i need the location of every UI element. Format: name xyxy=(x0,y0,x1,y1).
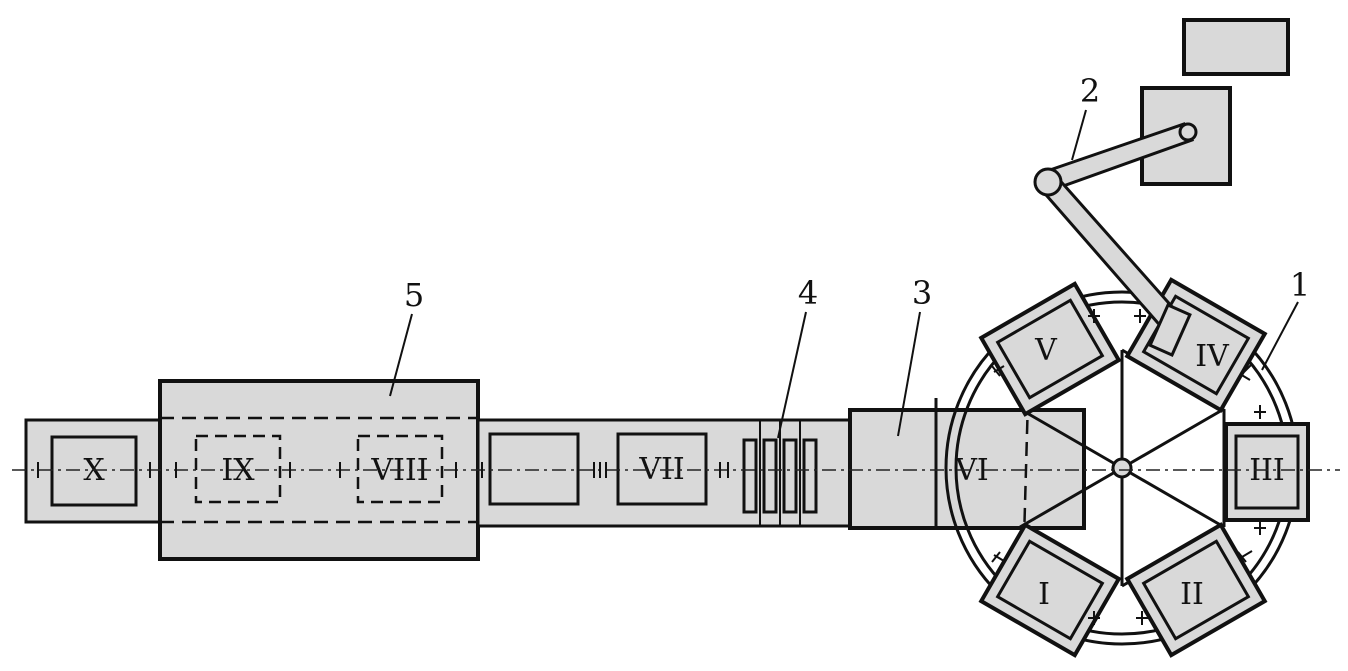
station-x-block: X xyxy=(24,418,168,524)
callout-5: 5 xyxy=(404,276,424,314)
station-vii-box xyxy=(616,432,708,506)
station-iii-holder xyxy=(1224,422,1310,522)
station-ix-dashed-box xyxy=(194,434,282,504)
station-ii-label: II xyxy=(1180,577,1204,612)
callout-4: 4 xyxy=(798,274,818,312)
axis-ticks xyxy=(37,462,729,478)
callout-2: 2 xyxy=(1080,72,1100,110)
empty-station-box xyxy=(488,432,580,506)
station-v-label: V xyxy=(1034,333,1058,368)
station-i-holder xyxy=(978,522,1122,658)
station-v-holder xyxy=(978,281,1122,417)
callouts: 1 2 3 4 5 xyxy=(389,72,1310,439)
callout-3: 3 xyxy=(912,274,932,312)
arm-gripper xyxy=(1148,303,1192,357)
station-ii-holder xyxy=(1124,522,1268,658)
callout-1: 1 xyxy=(1290,266,1310,304)
ring-stops xyxy=(991,309,1266,625)
station-viii-dashed-box xyxy=(356,434,444,504)
chamber-3: VI xyxy=(848,397,1086,541)
device-11 xyxy=(1182,18,1290,76)
station-i-label: I xyxy=(1038,577,1050,612)
station-iv-label: IV xyxy=(1195,339,1230,374)
arm-elbow-joint xyxy=(1033,167,1063,197)
robot-arm-2 xyxy=(1033,18,1290,357)
plate-stack-4 xyxy=(742,420,818,526)
rotary-hub xyxy=(1111,457,1133,479)
rotary-table: V IV III II I xyxy=(944,277,1310,658)
